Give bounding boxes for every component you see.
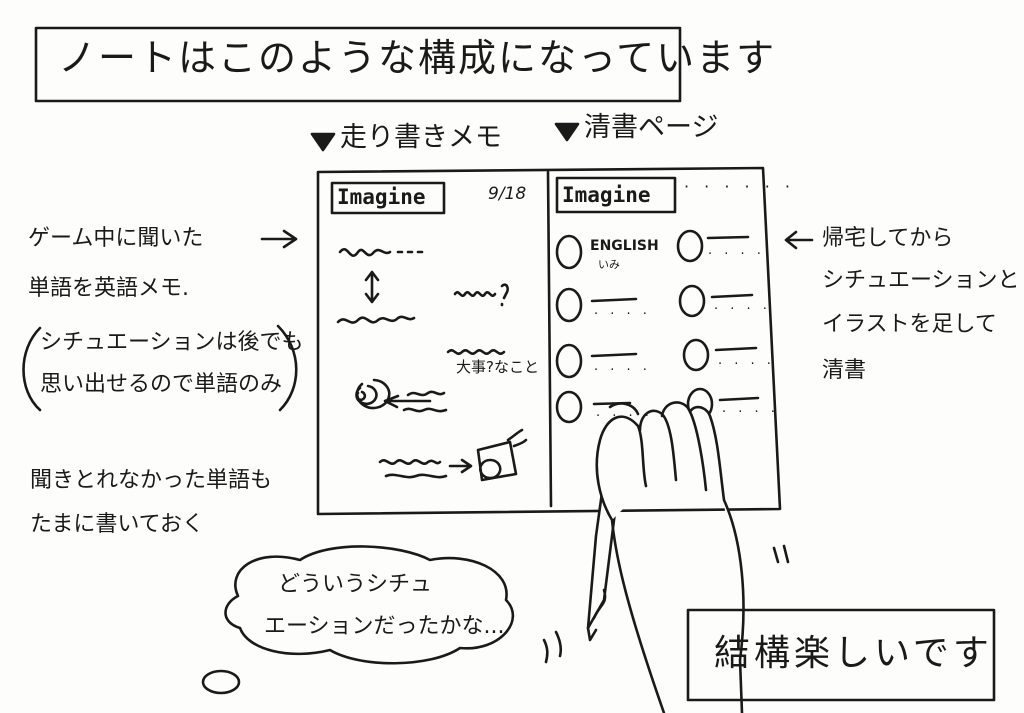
comment-frame <box>686 608 996 702</box>
dots-6: · · · · <box>718 357 775 372</box>
scribble-2 <box>336 315 416 324</box>
spiral-drawing <box>355 378 391 410</box>
left-word-box <box>330 181 446 215</box>
arrow-from-notebook-icon <box>784 230 814 250</box>
left-date: 9/18 <box>488 184 527 204</box>
scribble-1 <box>338 248 424 257</box>
scribble-6 <box>378 459 448 479</box>
circle-r2c1 <box>555 287 583 323</box>
dots-2: · · · · <box>708 247 765 262</box>
notebook-spine <box>546 170 553 508</box>
right-word: Imagine <box>562 183 651 207</box>
bottom-note-line-2: たまに書いておく <box>30 512 205 537</box>
thought-dot <box>201 669 241 695</box>
bottom-note-line-1: 聞きとれなかった単語も <box>30 468 273 493</box>
paren-right <box>276 324 298 412</box>
page-title: ノートはこのような構成になっています <box>58 36 777 80</box>
scribble-5 <box>402 390 448 413</box>
thought-line-1: どういうシチュ <box>278 572 433 597</box>
comment-text: 結構楽しいです <box>714 633 993 674</box>
scribble-3 <box>453 283 509 307</box>
hand-drawing <box>595 401 745 713</box>
left-note-line-3: シチュエーションは後でも <box>40 330 304 355</box>
scribble-4 <box>446 349 506 355</box>
right-note-line-1: 帰宅してから <box>822 226 954 251</box>
title-frame <box>34 26 682 103</box>
circle-r1c2 <box>676 229 704 263</box>
right-word-box <box>555 176 677 214</box>
paren-left <box>22 326 42 412</box>
triangle-marker-left <box>310 132 336 152</box>
double-arrow-icon <box>364 270 380 304</box>
right-note-line-3: イラストを足して <box>822 312 997 337</box>
thought-line-2: エーションだったかな... <box>264 614 505 639</box>
motion-lines-left <box>542 630 563 664</box>
arrow-right-icon <box>448 458 473 474</box>
pen-grip <box>592 588 607 620</box>
circle-r2c2 <box>678 284 706 318</box>
notebook-outline <box>316 166 782 516</box>
heading-clean-page: 清書ページ <box>584 112 719 143</box>
english-label: ENGLISH <box>590 238 659 254</box>
left-note-line-2: 単語を英語メモ. <box>28 276 189 301</box>
dots-5: · · · · <box>594 363 651 378</box>
right-note-line-2: シチュエーションと <box>822 268 1020 293</box>
dots-7: · · · · <box>596 409 653 424</box>
rule-lines <box>590 235 760 406</box>
motion-lines-right <box>772 544 790 564</box>
arrow-to-notebook-icon <box>260 229 298 249</box>
dots-4: · · · · <box>714 302 771 317</box>
fingernail <box>608 402 640 416</box>
pen-tip <box>586 626 598 642</box>
triangle-marker-right <box>554 122 580 142</box>
heading-rough-memo: 走り書きメモ <box>340 122 502 153</box>
left-note-line-1: ゲーム中に聞いた <box>28 226 204 251</box>
left-note-line-4: 思い出せるので単語のみ <box>40 372 283 397</box>
meaning-label: いみ <box>598 258 620 271</box>
important-note: 大事?なこと <box>456 358 539 376</box>
arrow-left-icon <box>383 394 432 409</box>
dots-8: · · · · <box>722 405 779 420</box>
circle-r4c1 <box>555 390 583 424</box>
right-note-line-4: 清書 <box>822 358 867 383</box>
thought-bubble <box>224 545 515 665</box>
dots-1: · · · · · · <box>684 177 795 196</box>
circle-r1c1 <box>555 234 583 270</box>
left-word: Imagine <box>337 185 426 209</box>
circle-r3c1 <box>555 343 583 379</box>
dots-3: · · · · <box>594 307 651 322</box>
camera-drawing <box>476 428 528 482</box>
circle-r3c2 <box>682 338 710 372</box>
